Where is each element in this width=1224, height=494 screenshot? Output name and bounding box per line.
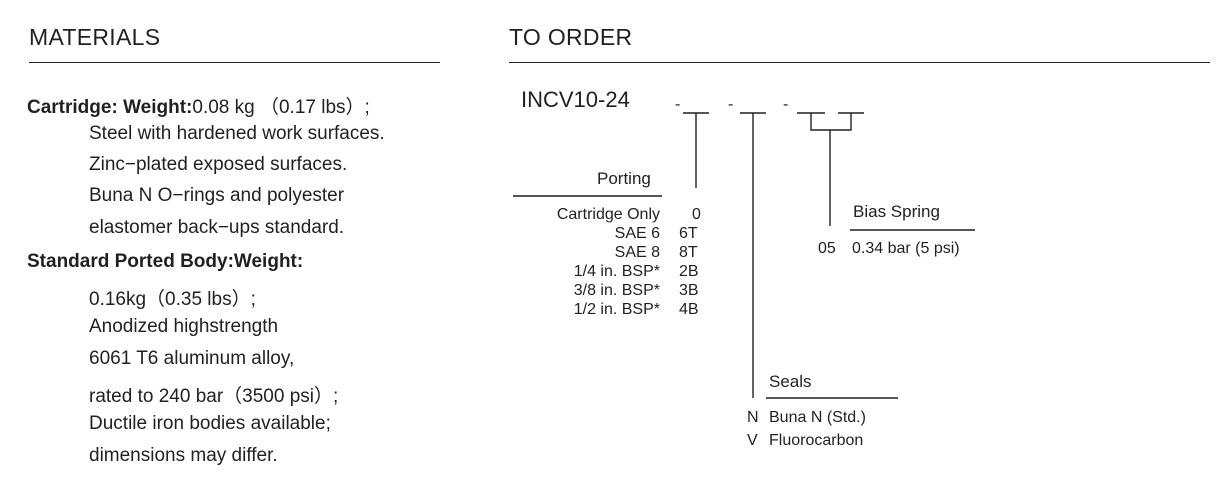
porting-option-code: 6T [679,225,698,242]
porting-option-code: 0 [692,206,701,223]
code-separator: - [783,96,789,113]
bias-spring-title: Bias Spring [853,202,940,221]
bias-spring-option-name: 0.34 bar (5 psi) [852,240,960,257]
seals-option-name: Fluorocarbon [769,432,864,449]
materials-heading: MATERIALS [29,24,161,50]
cartridge-weight-value: 0.08 kg （0.17 lbs）; [192,97,370,118]
bias-spring-bracket [810,113,852,131]
cartridge-weight-line: Cartridge: Weight:0.08 kg （0.17 lbs）; [27,92,370,119]
cartridge-detail-line: Steel with hardened work surfaces. [89,123,385,144]
porting-option-name: 1/4 in. BSP* [573,263,660,280]
body-detail-line: Ductile iron bodies available; [89,413,331,434]
porting-option-code: 3B [679,282,699,299]
code-separator: - [675,96,681,113]
seals-option-name: Buna N (Std.) [769,409,866,426]
porting-option-code: 2B [679,263,699,280]
order-heading: TO ORDER [509,24,633,50]
order-heading-rule [509,62,1210,63]
seals-title: Seals [769,372,812,391]
cartridge-detail-line: Zinc−plated exposed surfaces. [89,154,348,175]
porting-option-name: Cartridge Only [556,206,660,223]
body-detail-line: rated to 240 bar（3500 psi）; [89,386,339,407]
body-detail-line: Anodized highstrength [89,316,279,337]
body-detail-line: dimensions may differ. [89,445,278,466]
porting-option-code: 4B [679,301,699,318]
porting-option-code: 8T [679,244,698,261]
cartridge-detail-line: elastomer back−ups standard. [89,217,345,238]
cartridge-weight-label: Cartridge: Weight: [27,97,193,118]
body-detail-line: 6061 T6 aluminum alloy, [89,348,295,369]
cartridge-detail-line: Buna N O−rings and polyester [89,185,345,206]
body-weight-label: Standard Ported Body:Weight: [27,251,304,272]
porting-option-name: 1/2 in. BSP* [573,301,660,318]
materials-heading-rule [29,62,440,63]
porting-title: Porting [597,169,651,188]
porting-option-name: SAE 8 [614,244,660,261]
code-separator: - [728,96,734,113]
model-code: INCV10-24 [521,87,630,112]
porting-option-name: 3/8 in. BSP* [573,282,660,299]
body-detail-line: 0.16kg（0.35 lbs）; [89,289,256,310]
seals-option-code: V [747,432,758,449]
porting-option-name: SAE 6 [614,225,660,242]
bias-spring-option-code: 05 [818,240,836,257]
seals-option-code: N [747,409,759,426]
